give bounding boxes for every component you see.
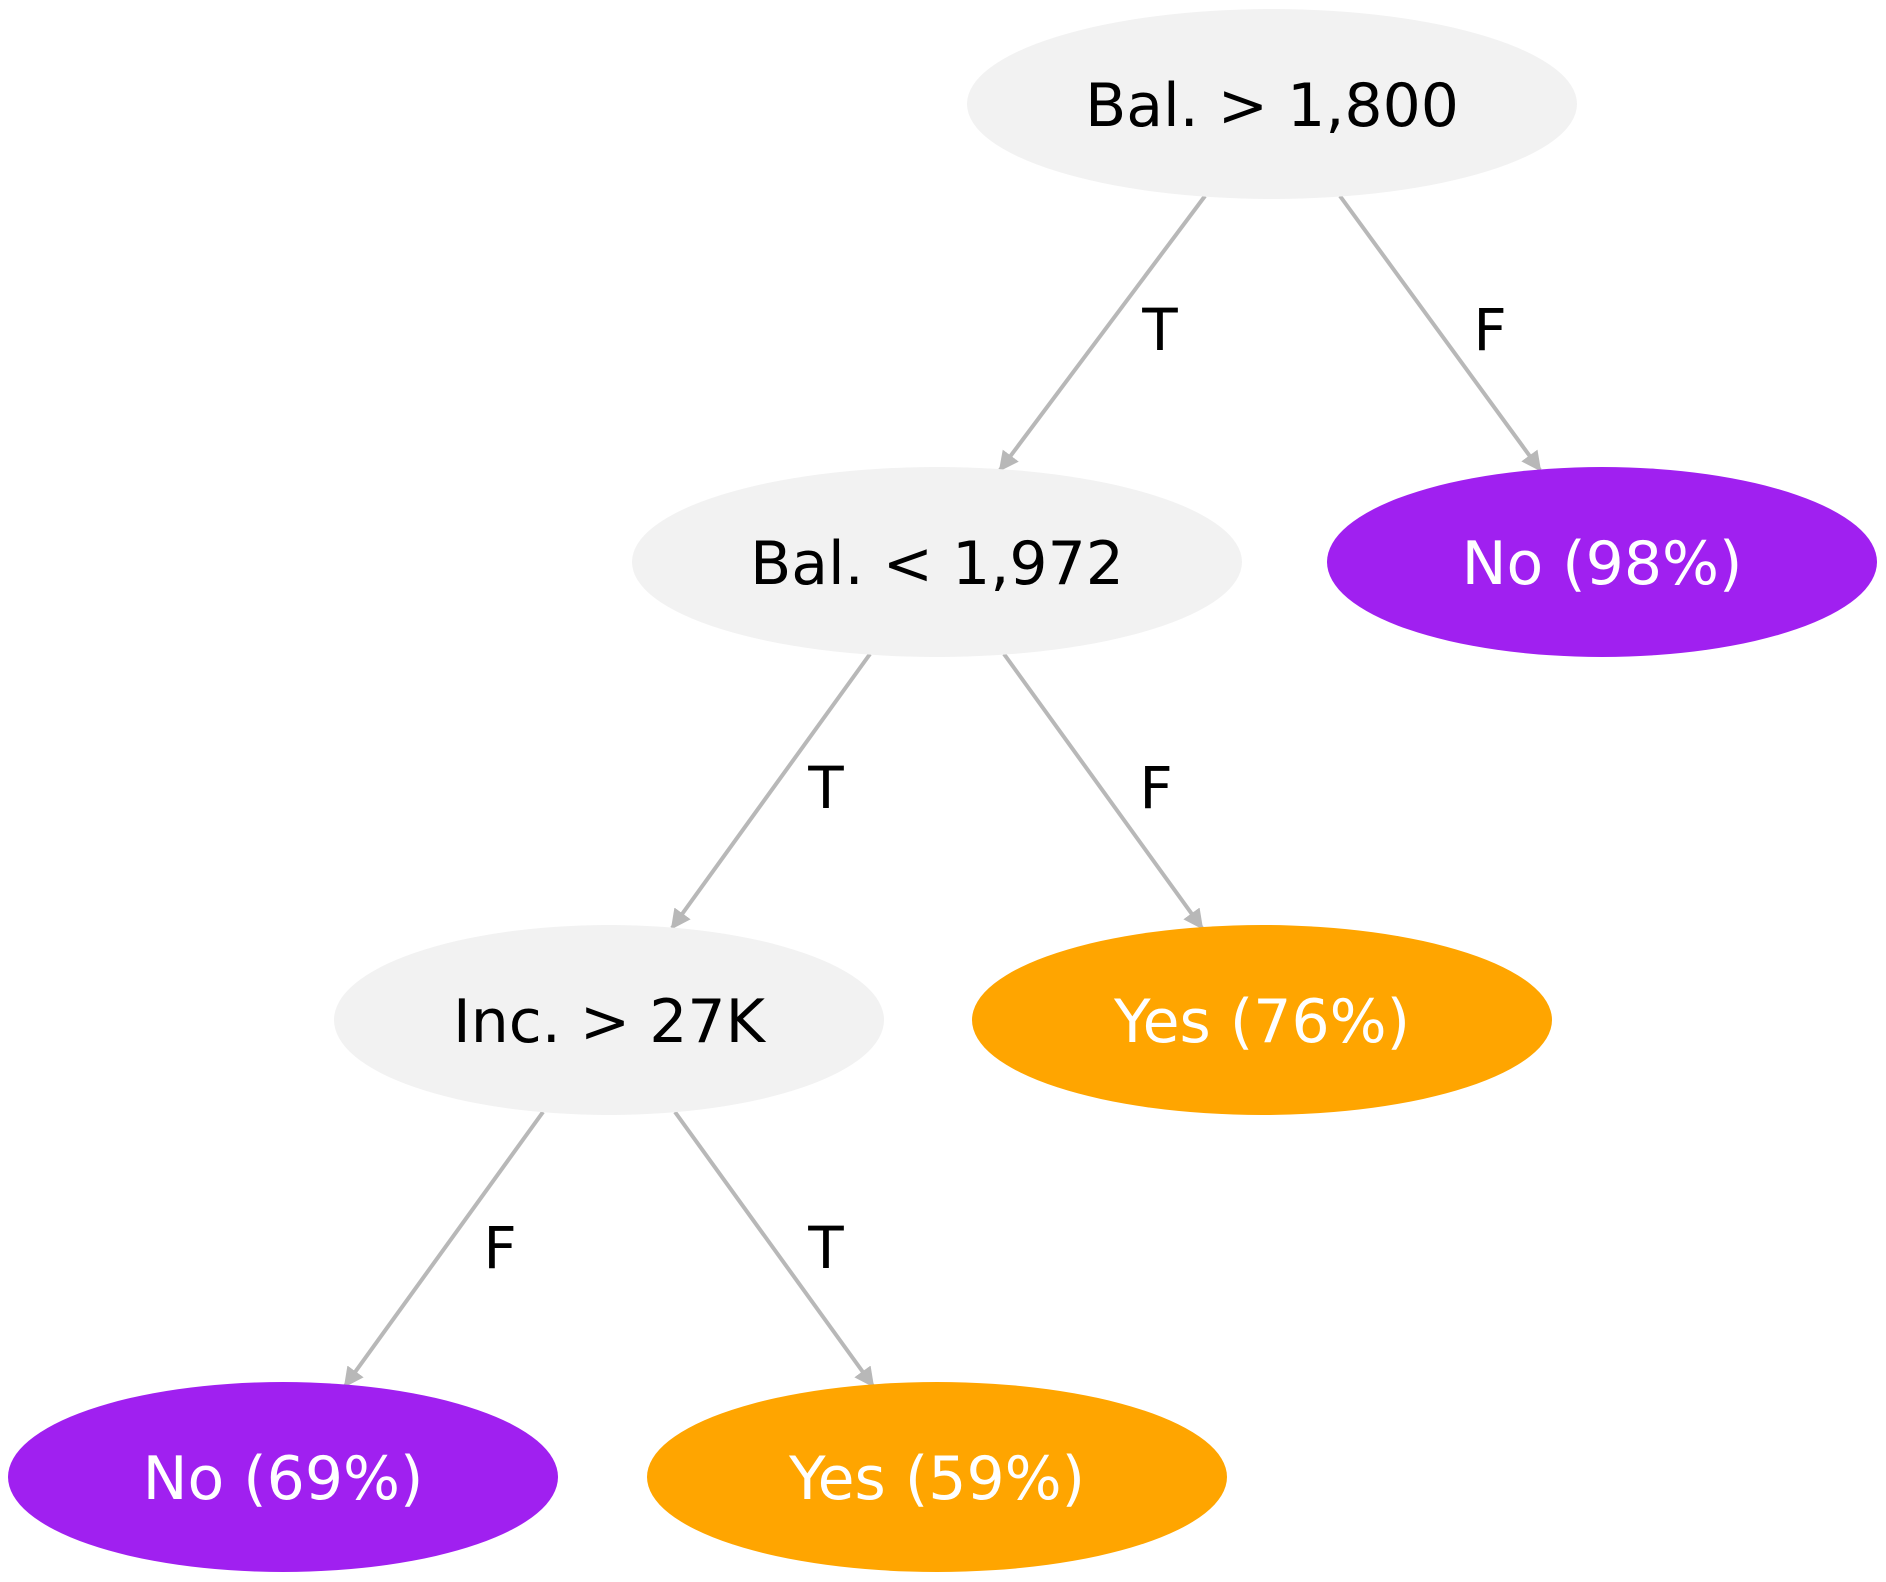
node-shape xyxy=(967,9,1577,199)
edge-arrow xyxy=(670,652,872,930)
node-no-69: No (69%) xyxy=(8,1382,558,1572)
node-shape xyxy=(972,925,1552,1115)
edge-arrow xyxy=(998,194,1207,472)
edge-root-to-bal_1972: T xyxy=(998,194,1207,472)
node-label: Inc. > 27K xyxy=(453,987,767,1057)
node-shape xyxy=(8,1382,558,1572)
edge-bal_1972-to-yes_76: F xyxy=(1002,652,1204,930)
node-label: No (69%) xyxy=(143,1444,424,1514)
node-label: No (98%) xyxy=(1462,529,1743,599)
node-label: Bal. > 1,800 xyxy=(1085,71,1459,141)
node-no-98: No (98%) xyxy=(1327,467,1877,657)
edge-label: F xyxy=(1473,296,1506,364)
edge-arrow xyxy=(1338,194,1542,472)
node-shape xyxy=(334,925,884,1115)
edge-bal_1972-to-inc_27k: T xyxy=(670,652,872,930)
node-yes-59: Yes (59%) xyxy=(647,1382,1227,1572)
edge-arrow xyxy=(343,1110,545,1388)
node-shape xyxy=(1327,467,1877,657)
node-root: Bal. > 1,800 xyxy=(967,9,1577,199)
node-label: Yes (59%) xyxy=(788,1444,1085,1514)
edge-inc_27k-to-yes_59: T xyxy=(673,1110,875,1388)
edge-label: F xyxy=(483,1214,516,1282)
edge-label: T xyxy=(807,754,844,822)
edge-label: F xyxy=(1139,754,1172,822)
node-bal-1972: Bal. < 1,972 xyxy=(632,467,1242,657)
node-inc-27k: Inc. > 27K xyxy=(334,925,884,1115)
node-label: Bal. < 1,972 xyxy=(750,529,1124,599)
edge-root-to-no_98: F xyxy=(1338,194,1542,472)
edges-layer: T F T F F T xyxy=(343,194,1542,1388)
node-shape xyxy=(632,467,1242,657)
edge-label: T xyxy=(1141,296,1178,364)
edge-arrow xyxy=(673,1110,875,1388)
edge-inc_27k-to-no_69: F xyxy=(343,1110,545,1388)
edge-label: T xyxy=(807,1214,844,1282)
edge-arrow xyxy=(1002,652,1204,930)
node-yes-76: Yes (76%) xyxy=(972,925,1552,1115)
node-label: Yes (76%) xyxy=(1113,987,1410,1057)
node-shape xyxy=(647,1382,1227,1572)
